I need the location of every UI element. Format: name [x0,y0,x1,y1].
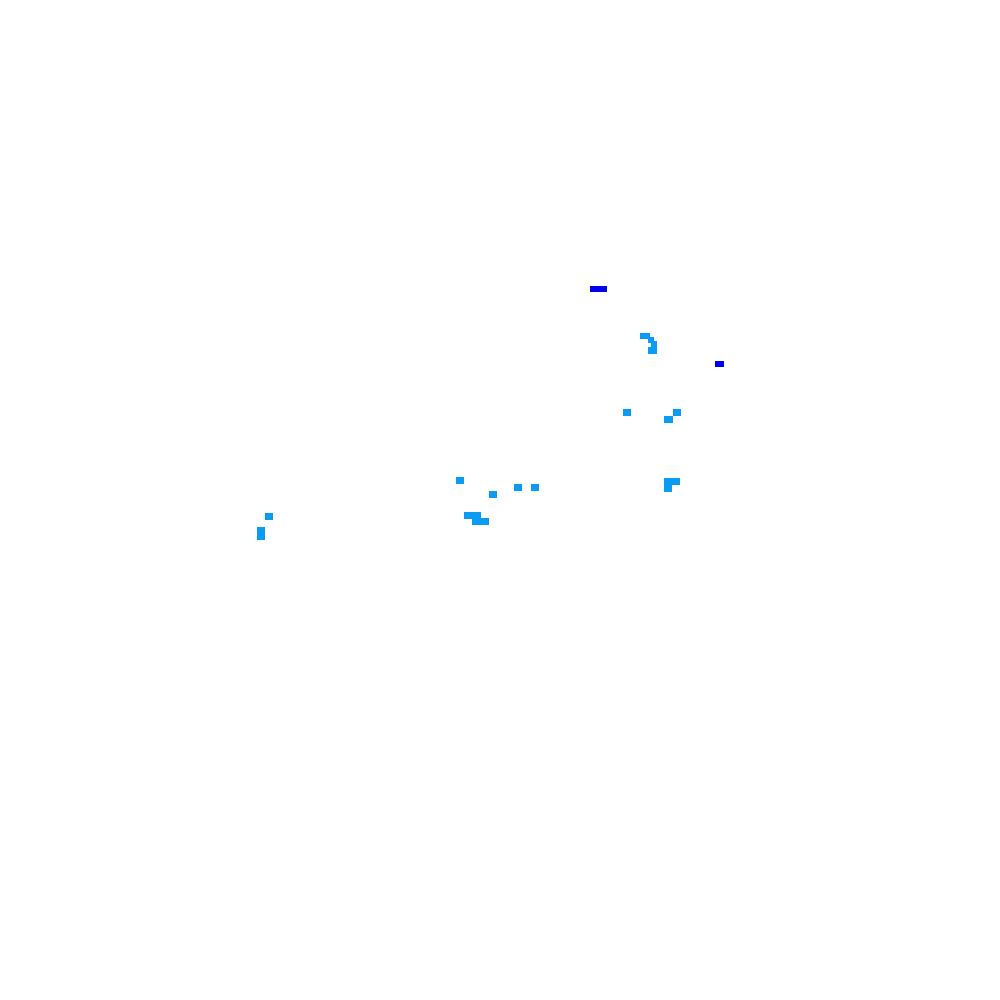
light-blue-block [257,527,265,540]
light-blue-block [673,409,681,416]
dark-blue-dash [590,286,607,292]
light-blue-block [456,477,464,484]
light-blue-block [464,512,481,519]
light-blue-block [514,484,522,491]
light-blue-block [664,416,673,423]
light-blue-block [472,518,489,525]
light-blue-block [623,409,631,416]
light-blue-block [664,484,672,492]
light-blue-block [265,513,273,520]
dark-blue-dot [715,361,724,367]
light-blue-block [648,337,654,343]
light-blue-block [531,484,539,491]
light-blue-block [651,341,657,347]
light-blue-block [664,478,680,485]
light-blue-block [640,333,650,339]
light-blue-block [648,347,657,354]
light-blue-block [489,491,497,498]
